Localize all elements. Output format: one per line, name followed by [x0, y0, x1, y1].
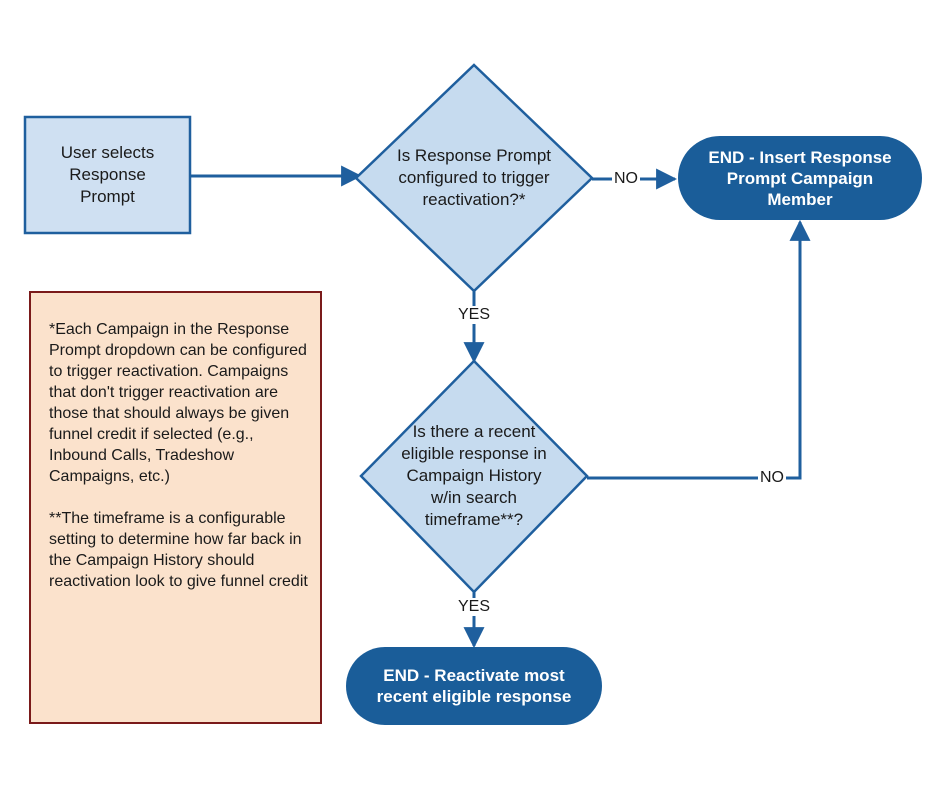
decision1-yes-label: YES	[456, 306, 493, 324]
decision2-label: Is there a recent eligible response in C…	[401, 422, 547, 529]
decision1-no-label: NO	[612, 170, 640, 188]
decision2-no-label: NO	[758, 469, 786, 487]
footnote-box: *Each Campaign in the Response Prompt dr…	[29, 291, 322, 724]
end-reactivate-label: END - Reactivate most recent eligible re…	[376, 666, 572, 706]
decision1-label: Is Response Prompt configured to trigger…	[396, 146, 551, 209]
start-process-label: User selects Response Prompt	[60, 143, 155, 206]
decision2-yes-label: YES	[456, 598, 493, 616]
edge-decision2-no	[587, 219, 811, 480]
end-insert-terminal	[678, 136, 922, 220]
decision2-diamond	[359, 359, 589, 594]
footnote-reactivation: *Each Campaign in the Response Prompt dr…	[49, 321, 307, 485]
decision1-diamond	[354, 63, 594, 293]
start-process-box	[23, 115, 192, 235]
end-insert-label: END - Insert Response Prompt Campaign Me…	[708, 147, 892, 209]
footnote-timeframe: **The timeframe is a configurable settin…	[49, 510, 308, 590]
end-reactivate-terminal	[346, 647, 602, 725]
